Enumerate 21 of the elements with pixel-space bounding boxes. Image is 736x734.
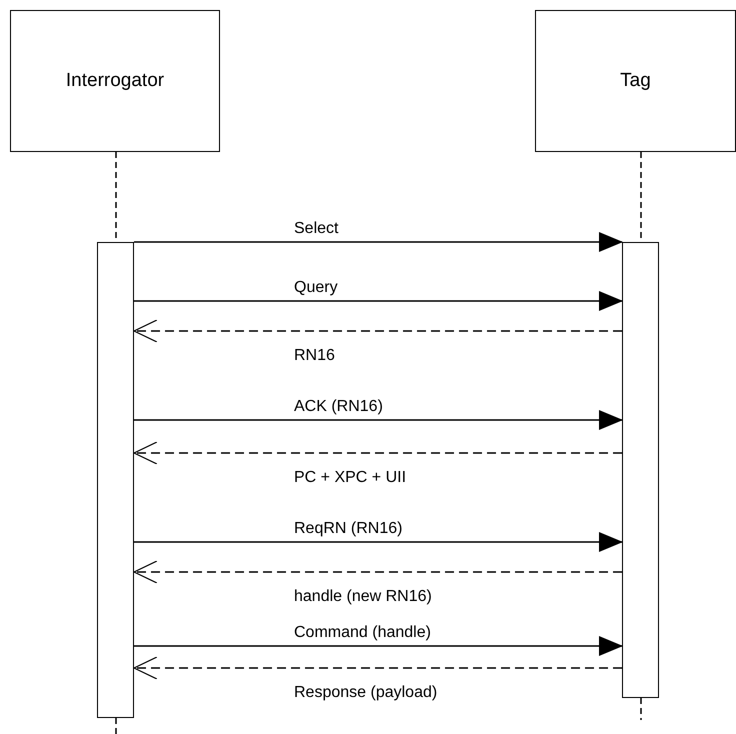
participant-name: Tag xyxy=(620,70,651,92)
edge-label: Command (handle) xyxy=(292,624,433,642)
message-arrow xyxy=(134,232,623,252)
edge-label: ACK (RN16) xyxy=(292,398,385,416)
return-message-arrow xyxy=(133,656,622,680)
message-arrow xyxy=(134,532,623,552)
activation-bar xyxy=(622,242,659,698)
participant-box xyxy=(535,10,736,152)
edge-label: Response (payload) xyxy=(292,684,440,702)
message-arrow xyxy=(134,410,623,430)
participant-name: Interrogator xyxy=(66,70,164,92)
return-message-arrow xyxy=(133,319,622,343)
edge-label: Query xyxy=(292,279,340,297)
participant-box xyxy=(10,10,220,152)
edge-label: handle (new RN16) xyxy=(292,588,434,606)
return-message-arrow xyxy=(133,560,622,584)
message-arrow xyxy=(134,291,623,311)
edge-label: ReqRN (RN16) xyxy=(292,520,404,538)
return-message-arrow xyxy=(133,441,622,465)
activation-bar xyxy=(97,242,134,718)
message-arrow xyxy=(134,636,623,656)
